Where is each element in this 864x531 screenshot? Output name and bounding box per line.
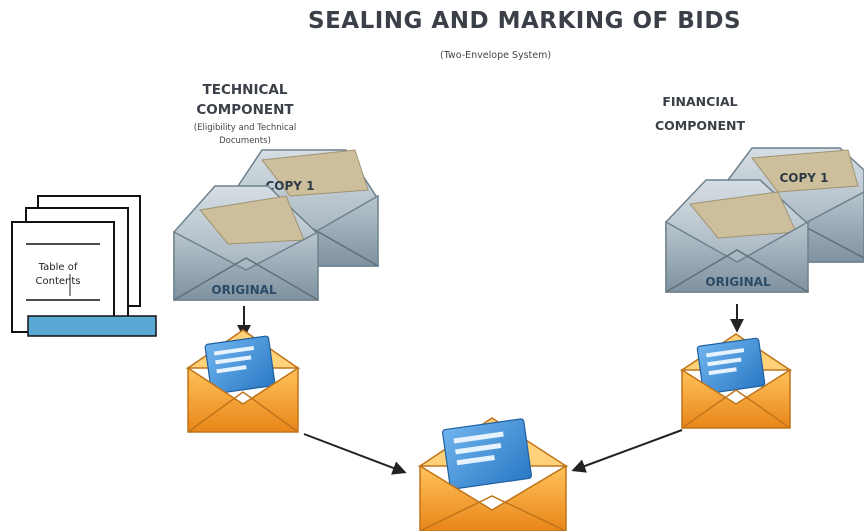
technical-sub-line1: (Eligibility and Technical bbox=[193, 123, 297, 133]
financial-heading-line2: COMPONENT bbox=[654, 118, 745, 133]
technical-sealed-envelope bbox=[185, 329, 301, 433]
financial-heading-line1: FINANCIAL bbox=[662, 94, 738, 109]
financial-original-envelope: ORIGINAL bbox=[665, 179, 809, 293]
diagram-title: SEALING AND MARKING OF BIDS bbox=[308, 8, 742, 34]
financial-sealed-envelope bbox=[679, 333, 793, 429]
financial-copy-label: COPY 1 bbox=[779, 171, 828, 185]
document-page-front bbox=[11, 221, 115, 333]
technical-copy-label: COPY 1 bbox=[265, 179, 314, 193]
financial-to-final-arrow bbox=[571, 429, 683, 473]
technical-component-heading: TECHNICAL COMPONENT bbox=[150, 80, 340, 120]
technical-heading-line2: COMPONENT bbox=[196, 102, 294, 118]
toc-label-line1: Table of bbox=[38, 262, 78, 273]
technical-original-label: ORIGINAL bbox=[211, 283, 277, 297]
technical-original-envelope: ORIGINAL bbox=[173, 185, 319, 301]
technical-sub-line2: Documents) bbox=[219, 136, 271, 146]
diagram-subtitle: (Two-Envelope System) bbox=[440, 50, 552, 61]
financial-component-heading: FINANCIAL COMPONENT bbox=[620, 90, 780, 138]
toc-label-line2: Contents bbox=[36, 276, 81, 287]
outer-sealed-envelope bbox=[417, 417, 569, 531]
document-stack: Table of Contents bbox=[11, 195, 157, 337]
technical-heading-line1: TECHNICAL bbox=[202, 82, 288, 98]
document-stack-base bbox=[27, 315, 157, 337]
technical-component-subheading: (Eligibility and Technical Documents) bbox=[150, 122, 340, 148]
financial-original-label: ORIGINAL bbox=[705, 275, 771, 289]
technical-to-final-arrow bbox=[303, 433, 407, 475]
